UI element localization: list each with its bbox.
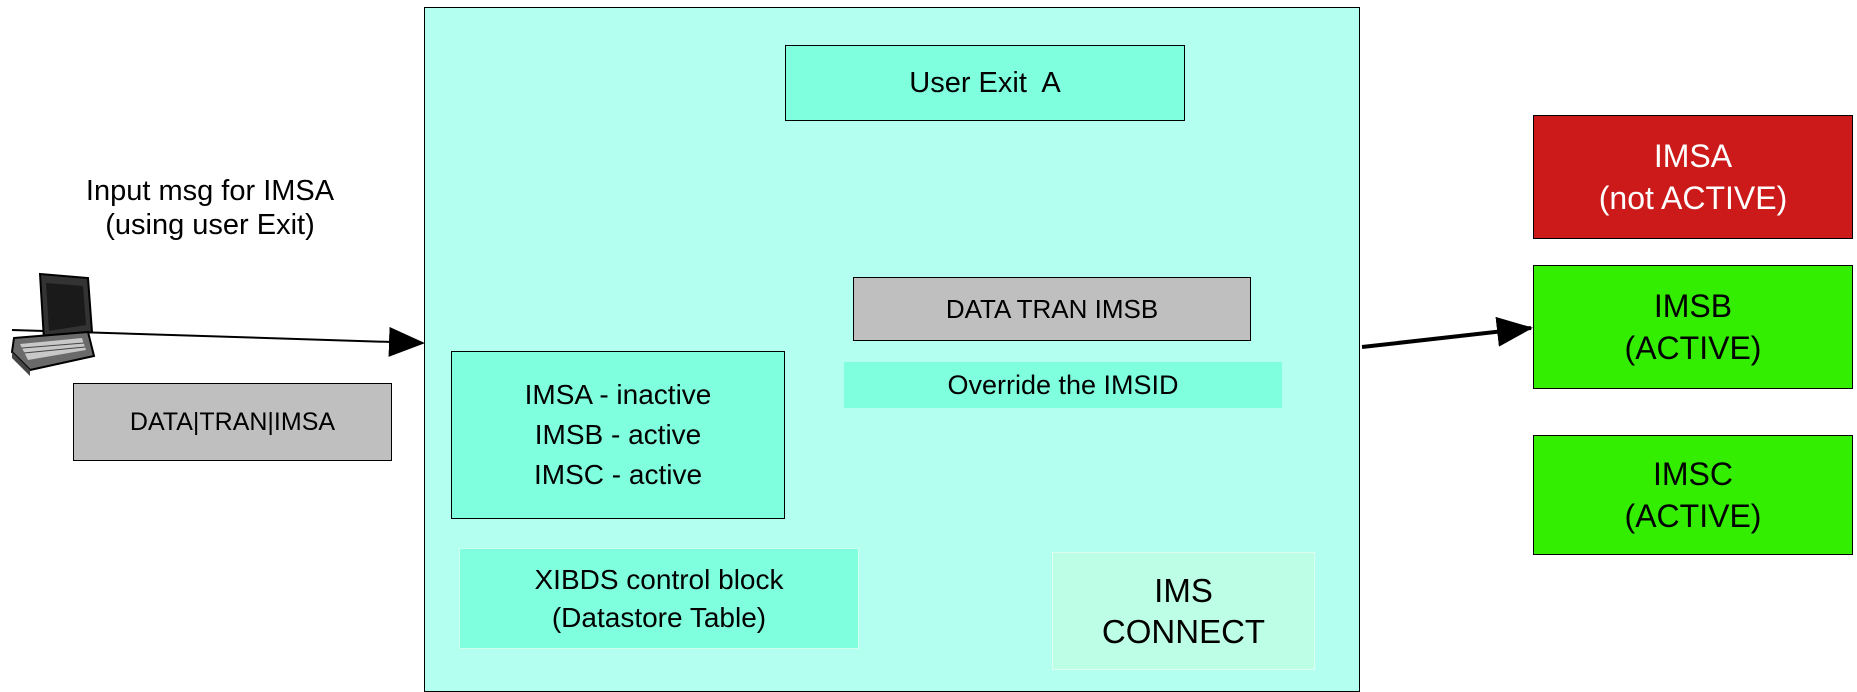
xibds-title: XIBDS control block — [534, 563, 784, 595]
input-caption-line2: (using user Exit) — [105, 209, 315, 241]
imsa-box: IMSA (not ACTIVE) — [1533, 115, 1853, 239]
output-to-imsb-arrow — [1361, 316, 1533, 349]
imsb-name: IMSB — [1653, 288, 1733, 324]
imsc-status: (ACTIVE) — [1624, 498, 1762, 534]
ims-connect-label-box: IMS CONNECT — [1052, 552, 1315, 670]
user-exit-box: User Exit A — [785, 45, 1185, 121]
status-imsb: IMSB - active — [534, 419, 702, 450]
imsc-name: IMSC — [1653, 456, 1733, 492]
xibds-subtitle: (Datastore Table) — [551, 601, 767, 633]
laptop-terminal-icon — [10, 272, 96, 376]
override-imsid-text: Override the IMSID — [947, 369, 1179, 400]
xibds-control-block-box: XIBDS control block (Datastore Table) — [459, 548, 859, 649]
status-imsc: IMSC - active — [533, 459, 703, 490]
input-caption-line1: Input msg for IMSA — [85, 175, 335, 207]
data-tran-imsb-box: DATA TRAN IMSB — [853, 277, 1251, 341]
input-message-caption: Input msg for IMSA (using user Exit) — [50, 173, 370, 243]
imsa-name: IMSA — [1653, 138, 1733, 174]
data-tran-imsb-label: DATA TRAN IMSB — [945, 293, 1159, 324]
imsa-status: (not ACTIVE) — [1598, 180, 1788, 216]
imsc-box: IMSC (ACTIVE) — [1533, 435, 1853, 555]
ims-connect-line2: CONNECT — [1101, 613, 1266, 650]
imsb-box: IMSB (ACTIVE) — [1533, 265, 1853, 389]
status-imsa: IMSA - inactive — [524, 379, 712, 410]
imsb-status: (ACTIVE) — [1624, 330, 1762, 366]
ims-connect-line1: IMS — [1154, 572, 1213, 609]
input-arrow — [11, 326, 425, 357]
input-message-box: DATA|TRAN|IMSA — [73, 383, 392, 461]
datastore-status-box: IMSA - inactive IMSB - active IMSC - act… — [451, 351, 785, 519]
input-message-label: DATA|TRAN|IMSA — [129, 407, 336, 436]
override-imsid-label: Override the IMSID — [844, 362, 1282, 408]
user-exit-label: User Exit A — [909, 66, 1061, 99]
